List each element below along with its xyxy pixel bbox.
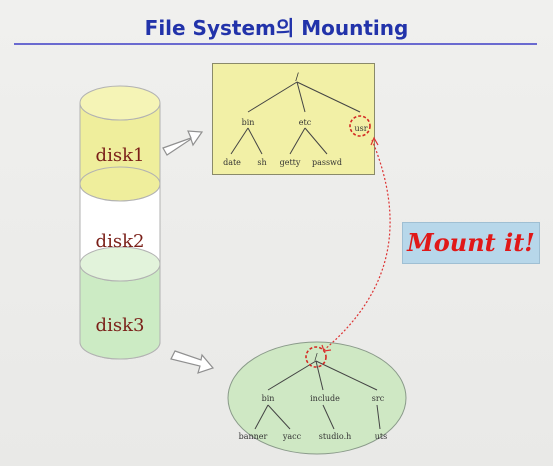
top-getty-label: getty (280, 158, 301, 167)
mount-it-label: Mount it! (402, 222, 540, 264)
bottom-studio-label: studio.h (319, 432, 352, 441)
top-root-label: / (295, 72, 299, 83)
mount-link-arrow-bottom-icon (321, 344, 332, 352)
bottom-filesystem-ellipse (227, 341, 407, 455)
bottom-banner-label: banner (239, 432, 268, 441)
bottom-root-label: / (314, 353, 318, 363)
top-etc-label: etc (299, 118, 312, 127)
bottom-src-label: src (372, 394, 385, 403)
top-filesystem-box (212, 63, 375, 175)
bottom-filesystem-tree (254, 360, 381, 430)
disk3-label: disk3 (96, 315, 145, 336)
hollow-arrow-bottom-icon (170, 350, 215, 374)
top-bin-label: bin (242, 118, 255, 127)
hollow-arrow-top-icon (162, 130, 204, 156)
top-passwd-label: passwd (312, 158, 342, 167)
bottom-uts-label: uts (375, 432, 387, 441)
top-usr-label: usr (354, 124, 367, 133)
disk-cylinder: disk1 disk2 disk3 (79, 85, 161, 360)
top-filesystem-tree (230, 81, 361, 155)
mount-link-line (323, 139, 391, 351)
mount-link-arrow-top-icon (370, 136, 379, 146)
bottom-include-label: include (310, 394, 340, 403)
slide-title: File System의 Mounting (144, 16, 409, 40)
disk2-label: disk2 (96, 231, 145, 252)
mount-point-circle-icon (349, 115, 371, 137)
title-divider (14, 43, 537, 45)
top-sh-label: sh (257, 158, 266, 167)
top-date-label: date (223, 158, 241, 167)
bottom-bin-label: bin (262, 394, 275, 403)
mount-root-circle-icon (305, 346, 327, 368)
disk1-label: disk1 (96, 145, 145, 166)
bottom-yacc-label: yacc (282, 432, 302, 441)
